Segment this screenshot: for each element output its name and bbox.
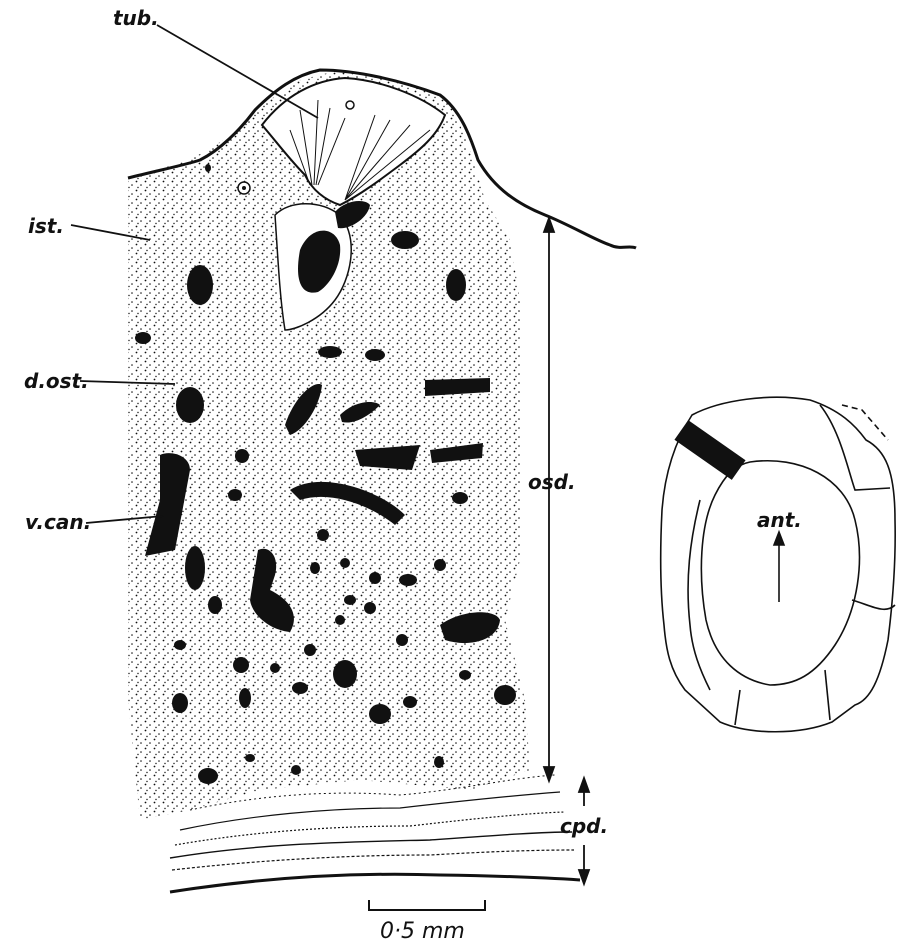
label-tub: tub. [113, 6, 159, 30]
ant-arrow [774, 532, 784, 602]
label-ist: ist. [28, 214, 64, 238]
osd-dimension-arrow [544, 218, 554, 781]
label-osd: osd. [528, 470, 576, 494]
section-position-marker [674, 420, 745, 480]
label-vcan: v.can. [25, 510, 91, 534]
scale-bar-label: 0·5 mm [380, 919, 465, 944]
label-cpd: cpd. [560, 814, 608, 838]
label-dost: d.ost. [24, 369, 89, 393]
tub-leader [157, 25, 318, 118]
label-ant: ant. [757, 508, 802, 532]
scale-bar [369, 900, 485, 911]
inset-inner-field [701, 461, 859, 685]
